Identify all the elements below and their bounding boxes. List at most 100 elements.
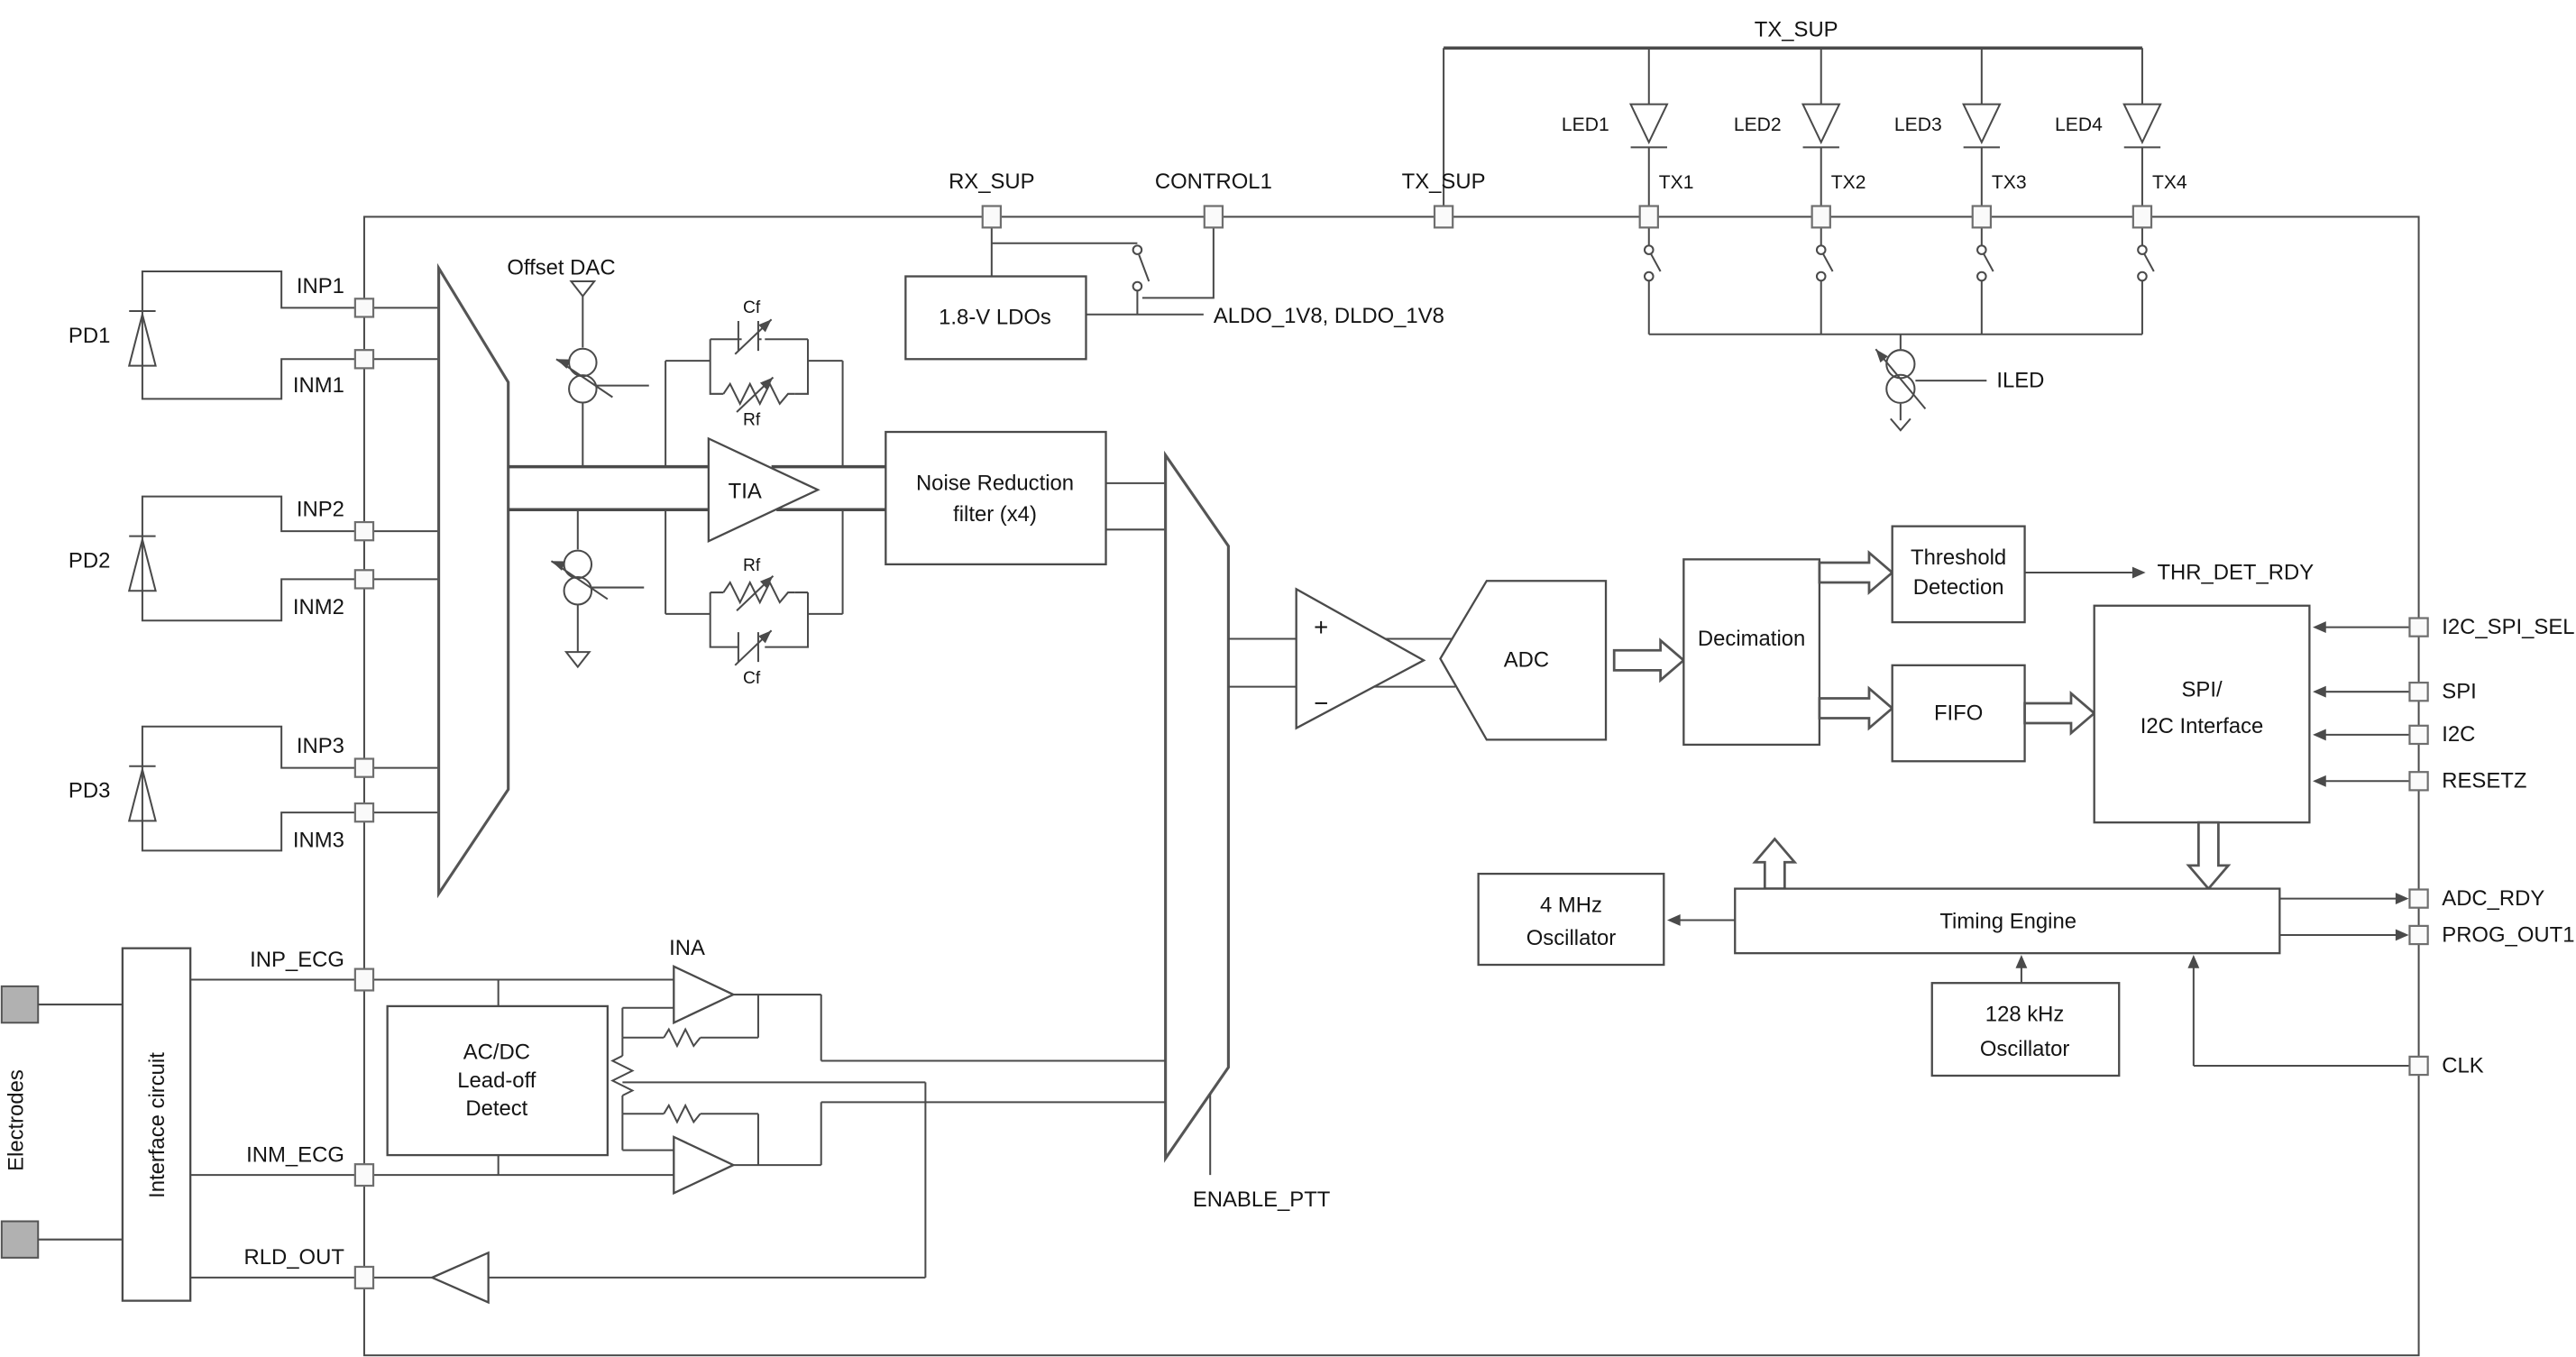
inm3-label: INM3 xyxy=(293,829,344,853)
pin-inm2 xyxy=(353,569,375,590)
ppg-ecg-mux xyxy=(1164,450,1230,1163)
tx3-label: TX3 xyxy=(1992,172,2027,193)
adc-rdy-label: ADC_RDY xyxy=(2442,886,2544,911)
thr-det-rdy-label: THR_DET_RDY xyxy=(2157,560,2314,584)
offset-dac-label: Offset DAC xyxy=(507,256,615,280)
timing-up-arrow xyxy=(1752,837,1798,890)
mux-to-tia-lines xyxy=(508,464,709,512)
tx-led-network xyxy=(1443,46,2162,432)
osc128-label-2: Oscillator xyxy=(1980,1037,2070,1061)
ina-amps xyxy=(610,965,1166,1196)
pin-inp3 xyxy=(353,757,375,778)
rld-out-label: RLD_OUT xyxy=(244,1245,345,1270)
electrode-top xyxy=(0,985,40,1024)
inp1-label: INP1 xyxy=(297,274,344,298)
acdc-label-3: Detect xyxy=(465,1096,527,1121)
led1-icon xyxy=(1628,103,1669,207)
pd1-label: PD1 xyxy=(69,324,110,348)
pin-inp2 xyxy=(353,520,375,542)
tx2-label: TX2 xyxy=(1831,172,1866,193)
amp-plus-label: + xyxy=(1314,613,1328,641)
inm-ecg-label: INM_ECG xyxy=(246,1142,344,1167)
inm2-label: INM2 xyxy=(293,595,344,619)
interface-circuit-block xyxy=(121,947,192,1302)
clk-label: CLK xyxy=(2442,1053,2484,1077)
iled-label: ILED xyxy=(1996,368,2044,392)
timing-engine-label: Timing Engine xyxy=(1939,910,2076,934)
pin-adc-rdy xyxy=(2408,888,2429,909)
enable-ptt-label: ENABLE_PTT xyxy=(1193,1187,1331,1212)
i2c-pin-label: I2C xyxy=(2442,722,2475,747)
led2-label: LED2 xyxy=(1734,115,1782,135)
inp3-label: INP3 xyxy=(297,734,344,758)
diff-amp xyxy=(1295,587,1426,730)
pd2-loop xyxy=(141,495,374,622)
pd3-diode-icon xyxy=(127,765,157,822)
resetz-label: RESETZ xyxy=(2442,769,2526,793)
pd3-label: PD3 xyxy=(69,779,110,803)
pin-prog-out1 xyxy=(2408,924,2429,946)
rf-top-label: Rf xyxy=(743,411,761,430)
i2c-spi-sel-label: I2C_SPI_SEL xyxy=(2442,615,2574,639)
adc-to-decimation-arrow xyxy=(1612,637,1686,683)
ldo-block xyxy=(904,275,1087,361)
led3-label: LED3 xyxy=(1894,115,1942,135)
pin-tx2 xyxy=(1811,205,1831,229)
acdc-leadoff-block xyxy=(386,1004,610,1157)
pin-i2c-spi-sel xyxy=(2408,617,2429,637)
amp-minus-label: − xyxy=(1314,689,1328,717)
pin-resetz xyxy=(2408,771,2429,792)
rf-bottom-label: Rf xyxy=(743,556,761,575)
pin-clk xyxy=(2408,1055,2429,1077)
decimation-to-threshold-arrow xyxy=(1818,550,1894,596)
ina-top-amp xyxy=(673,965,737,1025)
tx-sup-pin-label: TX_SUP xyxy=(1402,170,1486,194)
pin-tx1 xyxy=(1638,205,1659,229)
ina-bottom-amp xyxy=(673,1135,737,1196)
nr-to-mux2-lines xyxy=(1105,481,1166,531)
aldo-label: ALDO_1V8, DLDO_1V8 xyxy=(1214,304,1444,328)
led3-icon xyxy=(1962,103,2002,207)
electrode-bottom xyxy=(0,1220,40,1259)
cf-top-label: Cf xyxy=(743,298,761,317)
ldo-network xyxy=(904,226,1215,361)
prog-out1-label: PROG_OUT1 xyxy=(2442,922,2574,947)
noise-filter-label-2: filter (x4) xyxy=(953,502,1037,527)
osc-4mhz-block xyxy=(1477,872,1665,967)
pd2-diode-icon xyxy=(127,535,157,592)
pin-inp1 xyxy=(353,298,375,318)
noise-filter-block xyxy=(885,430,1107,566)
ina-gain-resistor xyxy=(610,1055,635,1096)
inp2-label: INP2 xyxy=(297,498,344,522)
tia-feedback-bottom xyxy=(665,509,844,666)
led1-label: LED1 xyxy=(1562,115,1609,135)
spi-label-1: SPI/ xyxy=(2181,678,2222,702)
led2-icon xyxy=(1801,103,1841,207)
pd3-loop xyxy=(141,725,374,852)
pin-i2c xyxy=(2408,724,2429,746)
electrodes-label: Electrodes xyxy=(5,1069,29,1171)
tia-label: TIA xyxy=(729,479,762,503)
tia-amp xyxy=(707,436,820,543)
mux2-to-amp-lines xyxy=(1228,637,1297,688)
noise-filter-label-1: Noise Reduction xyxy=(916,471,1074,495)
decimation-block xyxy=(1682,558,1821,747)
osc-128khz-block xyxy=(1930,982,2121,1077)
timing-output-lines xyxy=(2279,897,2399,936)
pin-inm-ecg xyxy=(353,1163,375,1187)
threshold-label-2: Detection xyxy=(1913,575,2004,600)
pd1-loop xyxy=(141,270,374,400)
spi-pin-label: SPI xyxy=(2442,680,2476,704)
fifo-to-spi-arrow xyxy=(2023,691,2096,737)
tx1-label: TX1 xyxy=(1659,172,1694,193)
inm1-label: INM1 xyxy=(293,373,344,398)
tx4-label: TX4 xyxy=(2152,172,2187,193)
rld-path xyxy=(373,1081,927,1305)
led4-icon xyxy=(2122,103,2162,207)
ina-label: INA xyxy=(669,936,705,960)
pin-spi xyxy=(2408,681,2429,702)
osc128-label-1: 128 kHz xyxy=(1985,1002,2065,1026)
photodiode-inputs xyxy=(127,270,439,852)
rx-sup-label: RX_SUP xyxy=(949,170,1035,194)
tia-feedback-top xyxy=(665,318,844,467)
